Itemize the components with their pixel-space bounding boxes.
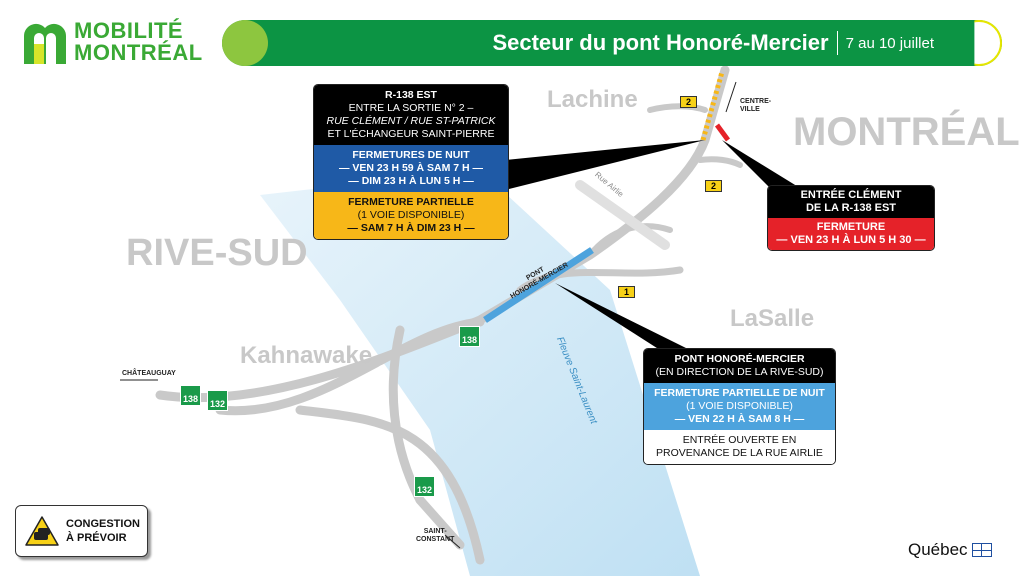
route-shield-132-south: 132 — [414, 476, 436, 497]
callout-pont-honore-mercier: PONT HONORÉ-MERCIER(EN DIRECTION DE LA R… — [643, 348, 836, 465]
callout-line: ENTRE LA SORTIE N° 2 – — [348, 102, 474, 114]
partial-closure-time: — VEN 22 H À SAM 8 H — — [674, 413, 805, 425]
route-shield-138-west: 138 — [180, 385, 202, 406]
congestion-legend: CONGESTION À PRÉVOIR — [15, 505, 148, 557]
legend-line: À PRÉVOIR — [66, 532, 127, 544]
congestion-warning-icon — [25, 516, 59, 546]
exit-sign-1: 1 — [618, 286, 636, 298]
banner-circle-right — [974, 20, 1002, 66]
label-saint-constant: SAINT-CONSTANT — [416, 528, 455, 543]
callout-title: DE LA R-138 EST — [805, 202, 897, 214]
night-closure-time: — VEN 23 H 59 À SAM 7 H — — [338, 162, 484, 174]
label-centre-ville: CENTRE-VILLE — [740, 98, 772, 113]
callout-line: (EN DIRECTION DE LA RIVE-SUD) — [655, 366, 824, 378]
route-shield-138: 138 — [459, 326, 481, 347]
legend-line: CONGESTION — [66, 518, 140, 530]
arrow-centre-ville — [725, 81, 737, 113]
night-closure-time: — DIM 23 H À LUN 5 H — — [348, 175, 474, 187]
callout-pointer-pont — [555, 283, 690, 350]
page-title: Secteur du pont Honoré-Mercier — [492, 30, 829, 55]
callout-pointer-clement — [722, 140, 800, 188]
label-chateauguay: CHÂTEAUGUAY — [122, 370, 176, 377]
night-closure-title: FERMETURES DE NUIT — [352, 149, 470, 161]
route-shield-132-west: 132 — [207, 390, 229, 411]
partial-closure-time: — SAM 7 H À DIM 23 H — — [347, 222, 475, 234]
place-kahnawake: Kahnawake — [240, 342, 373, 369]
arrow-saint-constant — [444, 534, 461, 549]
quebec-flag-icon — [971, 543, 992, 557]
river — [260, 170, 700, 576]
place-lasalle: LaSalle — [730, 305, 815, 332]
place-rive-sud: RIVE-SUD — [126, 232, 308, 274]
callout-line: ET L'ÉCHANGEUR SAINT-PIERRE — [327, 128, 495, 140]
logo-line2: MONTRÉAL — [74, 40, 203, 65]
bridge-closure-segment — [483, 247, 594, 323]
divider — [836, 31, 838, 55]
roads — [155, 65, 743, 565]
partial-closure-sub: (1 VOIE DISPONIBLE) — [357, 209, 465, 221]
partial-closure-sub: (1 VOIE DISPONIBLE) — [686, 400, 793, 412]
place-lachine: Lachine — [547, 86, 638, 113]
callout-title: ENTRÉE CLÉMENT — [800, 189, 902, 201]
callout-note: PROVENANCE DE LA RUE AIRLIE — [656, 447, 823, 459]
banner-circle-left — [222, 20, 268, 66]
callout-line: RUE CLÉMENT / RUE ST-PATRICK — [326, 115, 496, 127]
partial-closure-title: FERMETURE PARTIELLE DE NUIT — [654, 387, 825, 399]
callout-title: R-138 EST — [385, 89, 437, 101]
closure-time: — VEN 23 H À LUN 5 H 30 — — [776, 234, 926, 246]
partial-closure-title: FERMETURE PARTIELLE — [348, 196, 474, 208]
logo-m-icon — [20, 18, 70, 66]
callout-title: PONT HONORÉ-MERCIER — [674, 353, 805, 365]
callout-note: ENTRÉE OUVERTE EN — [682, 434, 797, 446]
date-range: 7 au 10 juillet — [845, 34, 934, 52]
quebec-logo: Québec — [908, 540, 992, 560]
header-banner: Secteur du pont Honoré-Mercier 7 au 10 j… — [222, 20, 1002, 66]
place-montreal: MONTRÉAL — [793, 110, 1020, 154]
clement-closure — [714, 123, 731, 142]
callout-pointer-r138 — [505, 140, 705, 190]
exit-sign-2-south: 2 — [705, 180, 723, 192]
quebec-wordmark: Québec — [908, 540, 968, 559]
logo-line1: MOBILITÉ — [74, 18, 184, 43]
closure-title: FERMETURE — [816, 221, 886, 233]
exit-sign-2-north: 2 — [680, 96, 698, 108]
